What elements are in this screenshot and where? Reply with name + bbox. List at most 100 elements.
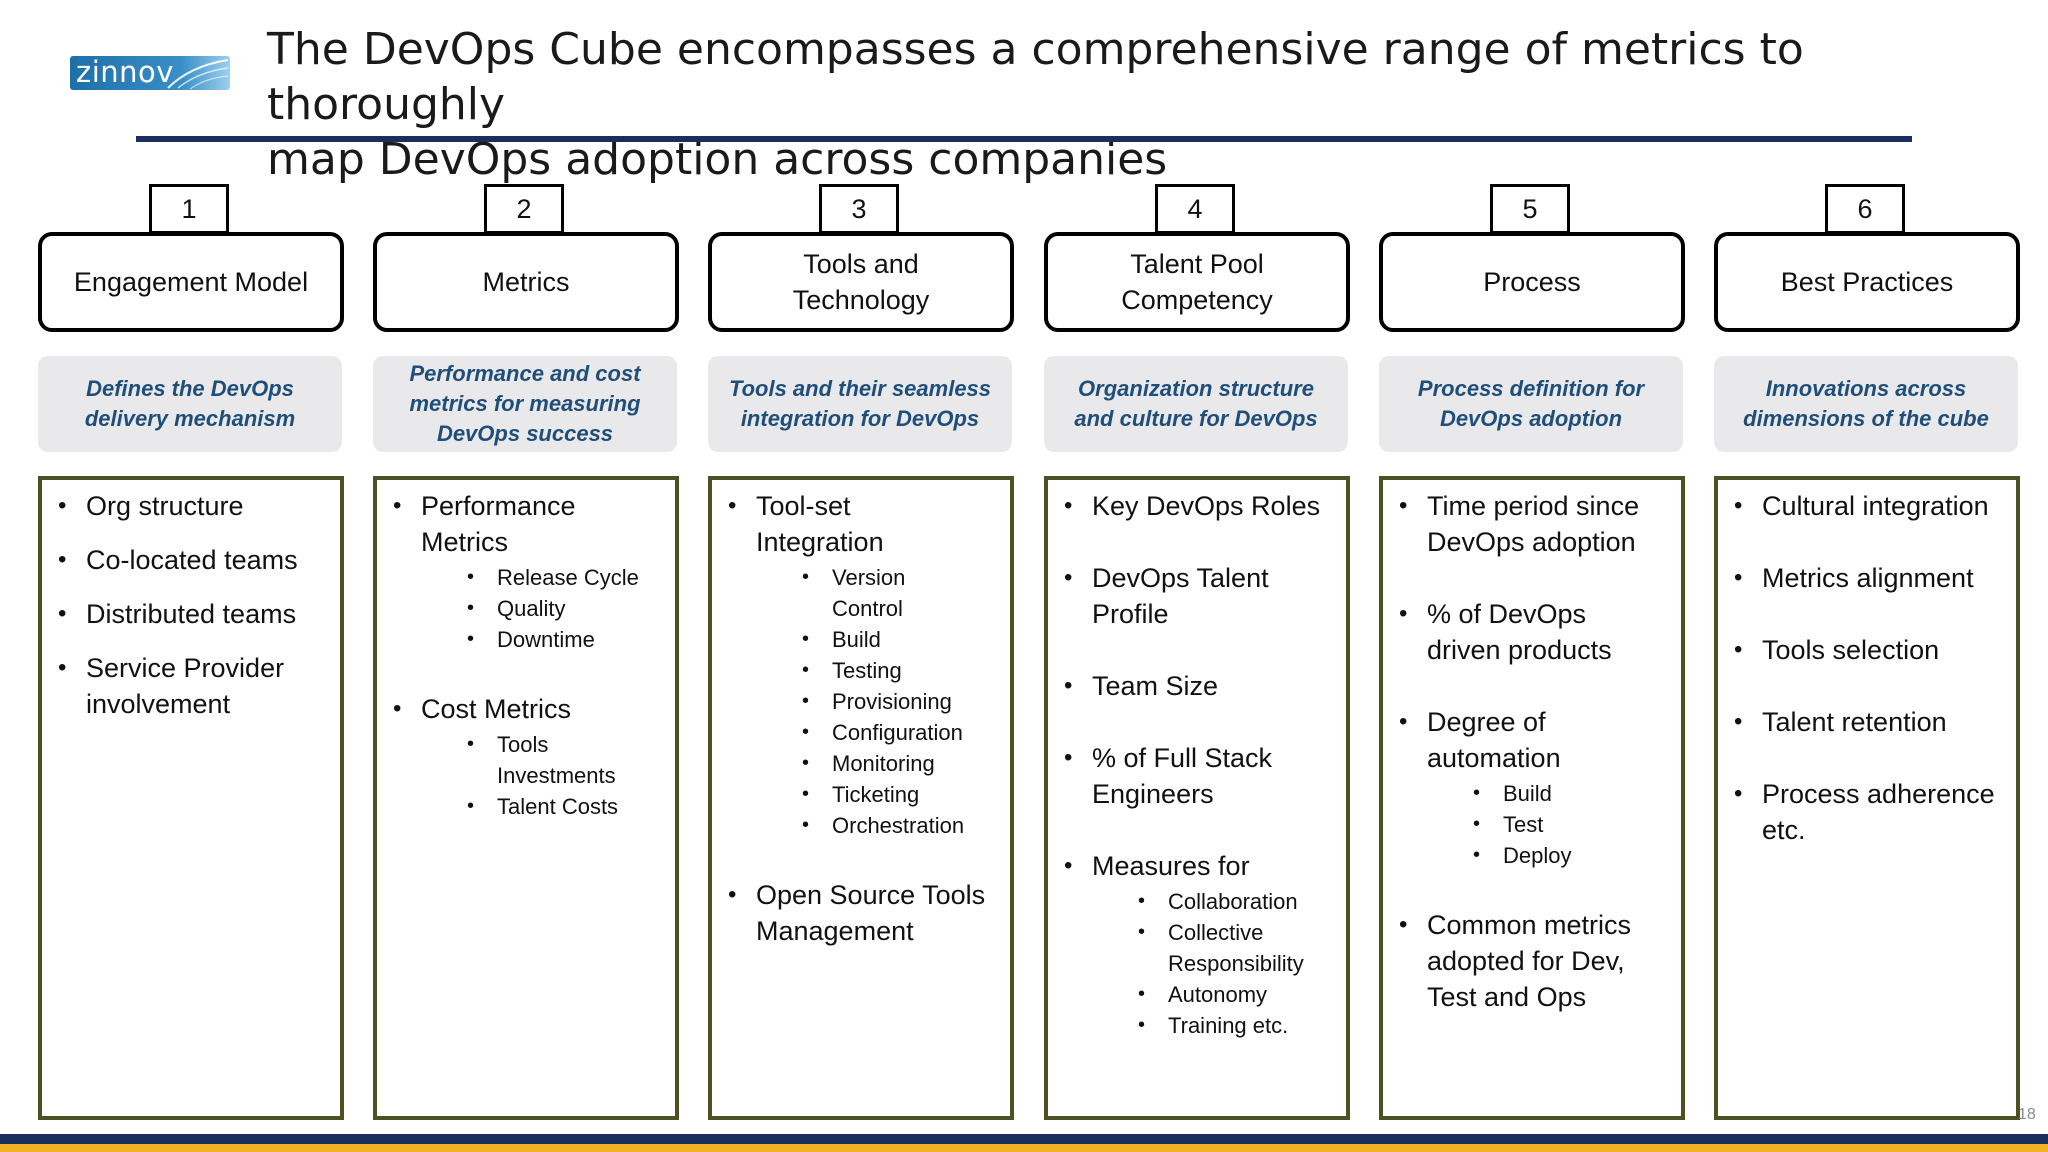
metrics-list: Org structureCo-located teamsDistributed…: [56, 488, 326, 722]
sub-list-item: Deploy: [1473, 840, 1667, 871]
logo-swoosh-icon: [167, 59, 229, 90]
item-line: Key DevOps Roles: [1092, 491, 1321, 521]
list-item-text: Tools selection: [1762, 635, 1939, 665]
list-item-text: Talent retention: [1762, 707, 1947, 737]
item-line: Degree of: [1427, 707, 1546, 737]
footer-bar-gold: [0, 1144, 2048, 1152]
list-item: Measures forCollaborationCollectiveRespo…: [1062, 848, 1332, 1041]
metrics-list: Tool-setIntegrationVersionControlBuildTe…: [726, 488, 996, 949]
sub-list: Release CycleQualityDowntime: [467, 562, 661, 655]
description-line: Innovations across: [1765, 376, 1967, 401]
sub-item-line: Build: [832, 627, 881, 652]
sub-list-item: Release Cycle: [467, 562, 661, 593]
dimension-heading: Engagement Model: [38, 232, 344, 332]
sub-list-item: Ticketing: [802, 779, 996, 810]
dimension-number: 6: [1825, 184, 1905, 234]
metrics-list-box: PerformanceMetricsRelease CycleQualityDo…: [373, 476, 679, 1120]
list-item: PerformanceMetricsRelease CycleQualityDo…: [391, 488, 661, 655]
sub-list-item: Training etc.: [1138, 1010, 1332, 1041]
item-line: Common metrics: [1427, 910, 1632, 940]
logo-text: zinnov: [76, 56, 174, 89]
item-line: Co-located teams: [86, 545, 298, 575]
sub-item-line: Tools: [497, 732, 549, 757]
item-line: Metrics alignment: [1762, 563, 1974, 593]
description-line: DevOps adoption: [1439, 406, 1623, 431]
item-line: Process adherence: [1762, 779, 1995, 809]
list-item-text: Metrics alignment: [1762, 563, 1974, 593]
sub-list-item: Quality: [467, 593, 661, 624]
item-line: Service Provider: [86, 653, 285, 683]
sub-item-line: Talent Costs: [497, 794, 619, 819]
description-line: Tools and their seamless: [728, 376, 992, 401]
list-item-text: Org structure: [86, 491, 244, 521]
list-item: Talent retention: [1732, 704, 2002, 740]
sub-item-line: Quality: [497, 596, 566, 621]
description-line: Organization structure: [1078, 376, 1314, 401]
list-item: Degree ofautomationBuildTestDeploy: [1397, 704, 1667, 871]
item-line: Tool-set: [756, 491, 851, 521]
sub-item-line: Monitoring: [832, 751, 935, 776]
footer-bar-navy: [0, 1134, 2048, 1144]
heading-line: Talent Pool: [1130, 249, 1264, 279]
sub-list-item: Monitoring: [802, 748, 996, 779]
item-line: Profile: [1092, 599, 1169, 629]
slide-title: The DevOps Cube encompasses a comprehens…: [267, 22, 1967, 187]
item-line: driven products: [1427, 635, 1612, 665]
description-line: dimensions of the cube: [1743, 406, 1989, 431]
item-line: Team Size: [1092, 671, 1219, 701]
description-line: Process definition for: [1417, 376, 1645, 401]
description-line: DevOps success: [436, 421, 614, 446]
dimension-heading-text: Engagement Model: [74, 264, 308, 300]
metrics-list-box: Key DevOps RolesDevOps TalentProfileTeam…: [1044, 476, 1350, 1120]
item-line: Integration: [756, 527, 884, 557]
item-line: Open Source Tools: [756, 880, 986, 910]
dimension-number: 3: [819, 184, 899, 234]
heading-line: Best Practices: [1780, 267, 1954, 297]
dimension-heading-text: Best Practices: [1781, 264, 1954, 300]
dimension-heading: Process: [1379, 232, 1685, 332]
dimension-heading-text: Process: [1483, 264, 1581, 300]
sub-item-line: Ticketing: [832, 782, 920, 807]
sub-item-line: Orchestration: [832, 813, 965, 838]
sub-list-item: Configuration: [802, 717, 996, 748]
item-line: Management: [756, 916, 914, 946]
item-line: DevOps Talent: [1092, 563, 1269, 593]
item-line: Test and Ops: [1427, 982, 1587, 1012]
dimension-number: 4: [1155, 184, 1235, 234]
sub-list: VersionControlBuildTestingProvisioningCo…: [802, 562, 996, 841]
sub-item-line: Collaboration: [1168, 889, 1298, 914]
sub-item-line: Provisioning: [832, 689, 952, 714]
item-line: Cost Metrics: [421, 694, 572, 724]
item-line: Talent retention: [1762, 707, 1947, 737]
sub-list-item: Talent Costs: [467, 791, 661, 822]
description-line: metrics for measuring: [409, 391, 641, 416]
item-line: Performance: [421, 491, 576, 521]
dimension-heading: Best Practices: [1714, 232, 2020, 332]
metrics-list-box: Cultural integrationMetrics alignmentToo…: [1714, 476, 2020, 1120]
heading-line: Technology: [792, 285, 930, 315]
sub-list-item: Testing: [802, 655, 996, 686]
